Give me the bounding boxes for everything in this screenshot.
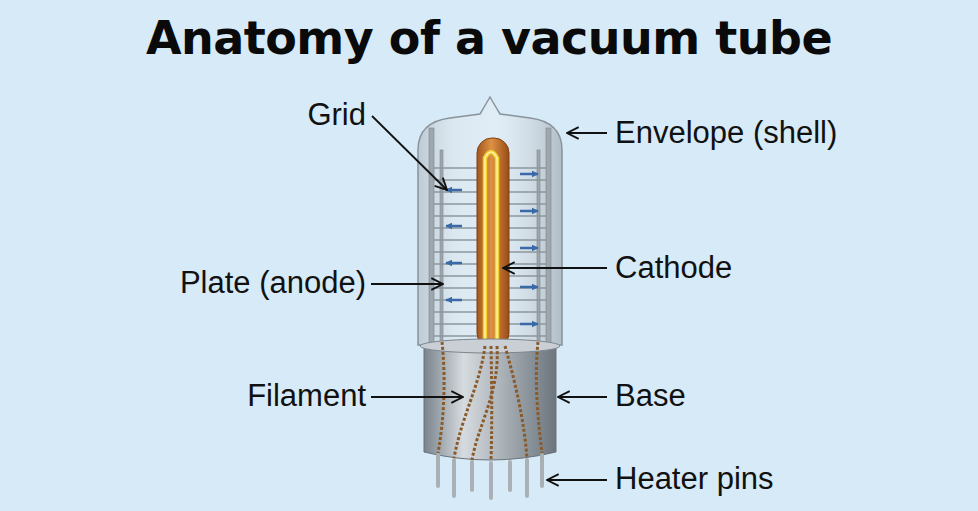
leader-line [371,396,463,398]
pin [525,460,529,496]
part-label: Plate (anode) [36,265,366,301]
filament-glow [485,152,497,348]
leader-line [372,116,447,190]
filament-loop [485,152,497,348]
cathode-sleeve [477,138,509,348]
part-label: Grid [36,97,366,133]
base-rim [420,339,560,353]
part-label: Cathode [615,250,945,286]
support-rod [429,128,434,345]
leader-line [547,479,607,481]
heater-pin-set [438,455,542,498]
electron-arrow [520,173,538,176]
leader-line [567,132,607,134]
electron-arrow [446,262,462,265]
pin [436,455,440,486]
part-label: Heater pins [615,461,945,497]
electron-arrows [446,174,538,324]
lead-wire [505,346,527,458]
lead-wire [490,346,494,461]
leader-line [503,267,607,269]
leader-line [558,396,607,398]
electron-arrow [446,225,462,228]
diagram-title: Anatomy of a vacuum tube [0,8,978,68]
electron-arrow [446,189,462,192]
lead-wire [472,346,497,460]
electron-arrow [520,247,538,250]
lead-wires [438,342,542,461]
pin [489,463,493,498]
electron-arrow [446,299,462,302]
leader-lines [371,116,607,480]
lead-wire [454,346,485,458]
part-label: Filament [36,378,366,414]
support-rod [546,128,551,345]
electron-arrow [520,323,538,326]
lead-wire [536,342,542,453]
pin [540,455,544,486]
pin [508,462,512,490]
electron-arrow [520,286,538,289]
part-label: Envelope (shell) [615,115,945,151]
pin [470,462,474,490]
leader-line [371,283,443,285]
electron-arrow [520,210,538,213]
pin [452,460,456,496]
part-label: Base [615,378,945,414]
